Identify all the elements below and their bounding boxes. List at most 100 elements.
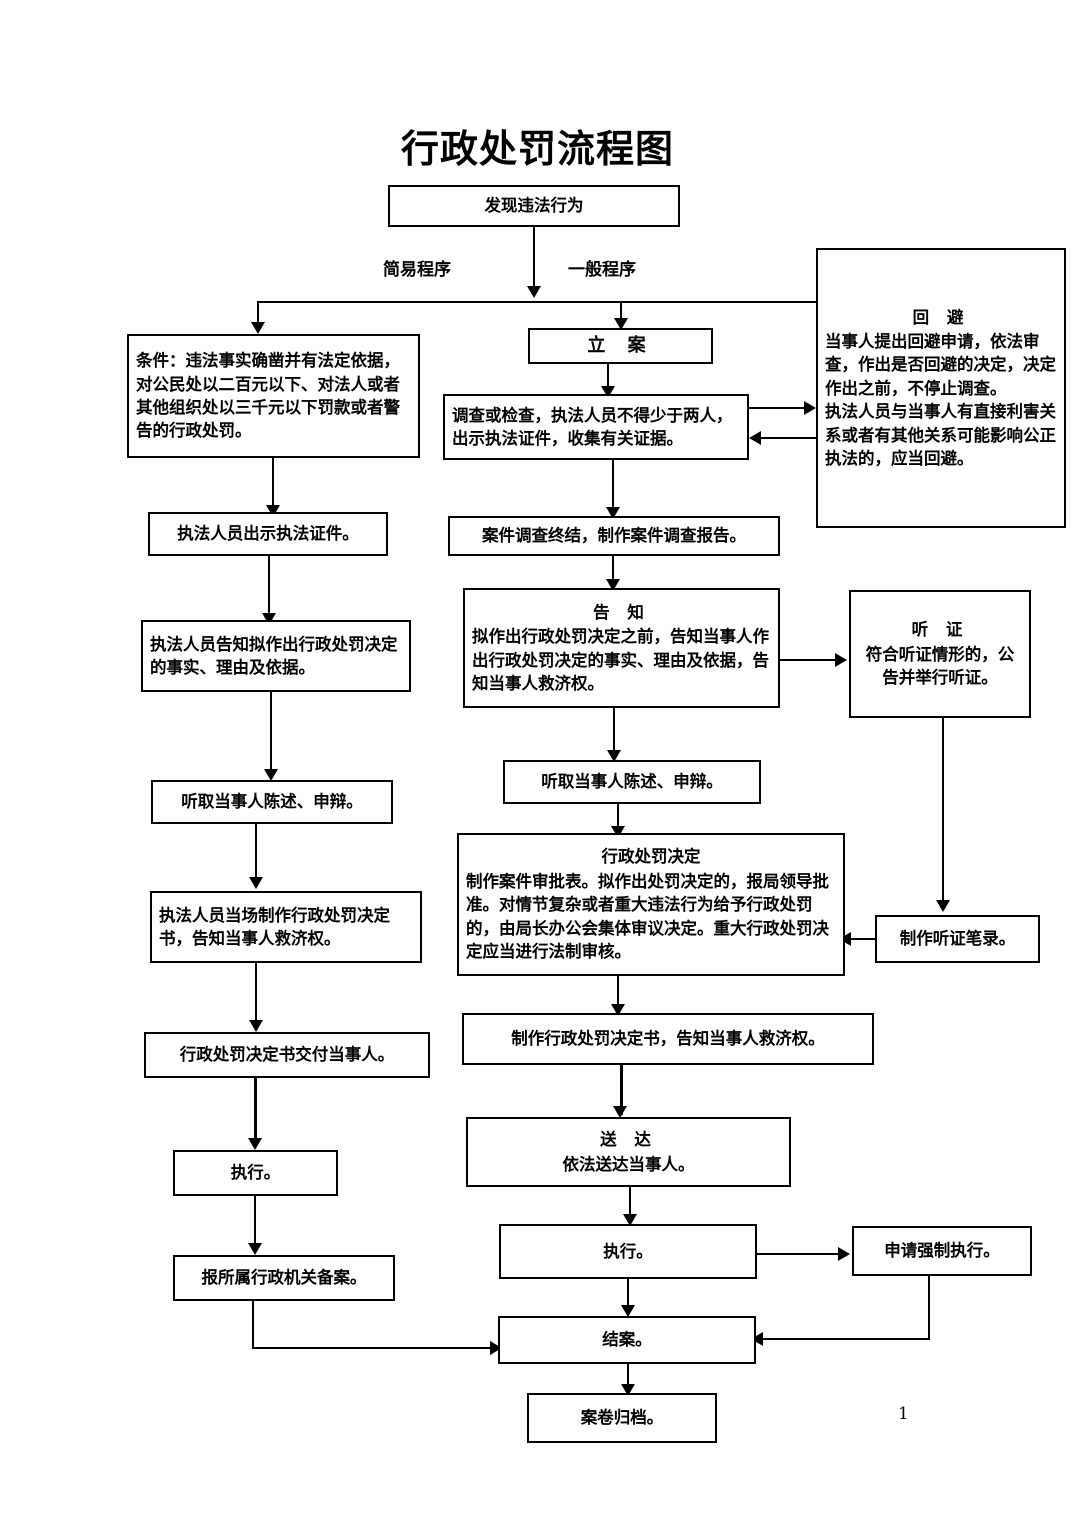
- node-investigate-label: 调查或检查，执法人员不得少于两人，出示执法证件，收集有关证据。: [452, 405, 733, 448]
- node-investigate: 调查或检查，执法人员不得少于两人，出示执法证件，收集有关证据。: [443, 394, 749, 460]
- node-penalty-decision: 行政处罚决定 制作案件审批表。拟作出处罚决定的，报局领导批准。对情节复杂或者重大…: [457, 833, 845, 976]
- arrow-deliver-to-exec: [248, 1138, 262, 1150]
- connector-decision-to-doc: [617, 976, 619, 1012]
- connector-investigate-to-recusal: [749, 407, 811, 409]
- node-simple-hear-statement-label: 听取当事人陈述、申辩。: [181, 792, 363, 812]
- node-investigation-report-label: 案件调查终结，制作案件调查报告。: [482, 526, 746, 546]
- arrow-notify-to-hearing: [835, 653, 847, 667]
- node-archive-label: 案卷归档。: [580, 1408, 664, 1428]
- connector-investigate-to-report: [612, 460, 614, 515]
- arrow-inform-to-statement: [264, 769, 278, 781]
- connector-recusal-to-investigate: [756, 437, 816, 439]
- connector-statement-to-decision: [617, 804, 619, 834]
- node-hearing-record: 制作听证笔录。: [875, 915, 1040, 963]
- arrow-general-down: [614, 318, 628, 330]
- node-service: 送 达 依法送达当事人。: [466, 1117, 791, 1187]
- node-make-decision-doc-label: 制作行政处罚决定书，告知当事人救济权。: [511, 1029, 825, 1049]
- node-simple-condition-label: 条件：违法事实确凿并有法定依据，对公民处以二百元以下、对法人或者其他组织处以三千…: [136, 351, 400, 441]
- node-recusal-heading: 回 避: [912, 307, 970, 327]
- node-simple-show-id-label: 执法人员出示执法证件。: [177, 524, 359, 544]
- arrow-simple-down: [251, 322, 265, 334]
- node-recusal: 回 避 当事人提出回避申请，依法审查，作出是否回避的决定，决定作出之前，不停止调…: [816, 248, 1066, 528]
- arrow-doc-to-service: [613, 1106, 627, 1118]
- node-hearing: 听 证 符合听证情形的，公告并举行听证。: [849, 590, 1031, 718]
- node-simple-onsite-decision: 执法人员当场制作行政处罚决定书，告知当事人救济权。: [150, 891, 422, 963]
- node-general-hear-statement-label: 听取当事人陈述、申辩。: [541, 772, 723, 792]
- connector-record-to-decision: [845, 938, 877, 940]
- connector-showid-to-inform: [268, 556, 270, 622]
- arrow-statement-to-onsite: [249, 877, 263, 889]
- node-simple-record-filing-label: 报所属行政机关备案。: [201, 1268, 367, 1288]
- connector-filing-to-investigate: [607, 364, 609, 394]
- connector-filingrecord-down: [252, 1301, 254, 1349]
- connector-start-down: [533, 227, 535, 290]
- arrow-recusal-to-investigate: [749, 431, 761, 445]
- node-general-execute: 执行。: [499, 1224, 757, 1279]
- node-case-closed: 结案。: [498, 1316, 756, 1364]
- connector-exec-to-compulsory: [757, 1253, 843, 1255]
- node-start-label: 发现违法行为: [484, 196, 584, 216]
- arrow-exec-to-closed: [621, 1305, 635, 1317]
- connector-compulsory-left: [757, 1338, 930, 1340]
- node-simple-record-filing: 报所属行政机关备案。: [173, 1255, 395, 1301]
- connector-deliver-to-exec: [254, 1078, 257, 1146]
- node-simple-deliver-label: 行政处罚决定书交付当事人。: [179, 1045, 395, 1065]
- arrow-start-down: [527, 286, 541, 298]
- connector-onsite-to-deliver: [255, 963, 257, 1026]
- connector-service-to-exec: [629, 1187, 631, 1224]
- connector-filingrecord-right: [252, 1347, 497, 1349]
- arrow-notify-to-statement: [607, 750, 621, 762]
- node-make-decision-doc: 制作行政处罚决定书，告知当事人救济权。: [462, 1013, 874, 1065]
- node-simple-execute-label: 执行。: [230, 1163, 281, 1183]
- node-simple-hear-statement: 听取当事人陈述、申辩。: [151, 780, 393, 824]
- connector-general-down: [620, 301, 622, 323]
- connector-split-bar: [257, 301, 905, 303]
- branch-label-general: 一般程序: [568, 260, 636, 280]
- node-simple-deliver: 行政处罚决定书交付当事人。: [144, 1032, 430, 1078]
- node-notification: 告 知 拟作出行政处罚决定之前，告知当事人作出行政处罚决定的事实、理由及依据，告…: [463, 588, 780, 708]
- branch-label-simple: 简易程序: [383, 260, 451, 280]
- node-recusal-body: 当事人提出回避申请，依法审查，作出是否回避的决定，决定作出之前，不停止调查。 执…: [825, 331, 1056, 469]
- node-hearing-heading: 听 证: [911, 620, 969, 640]
- node-hearing-record-label: 制作听证笔录。: [899, 929, 1016, 949]
- arrow-investigate-to-recusal: [804, 401, 816, 415]
- page-title: 行政处罚流程图: [400, 127, 674, 171]
- arrow-service-to-exec: [623, 1214, 637, 1226]
- node-service-heading: 送 达: [600, 1130, 657, 1150]
- connector-hearing-to-record: [942, 718, 944, 908]
- connector-notify-to-hearing: [780, 659, 842, 661]
- node-simple-inform: 执法人员告知拟作出行政处罚决定的事实、理由及依据。: [141, 620, 411, 692]
- connector-simple-down: [257, 301, 259, 327]
- connector-closed-to-archive: [627, 1364, 629, 1392]
- connector-notify-to-statement: [613, 708, 615, 758]
- node-penalty-decision-body: 制作案件审批表。拟作出处罚决定的，报局领导批准。对情节复杂或者重大违法行为给予行…: [466, 871, 829, 962]
- node-notification-body: 拟作出行政处罚决定之前，告知当事人作出行政处罚决定的事实、理由及依据，告知当事人…: [472, 627, 769, 693]
- connector-exec-to-filingrecord: [254, 1196, 256, 1250]
- connector-doc-to-service: [620, 1065, 623, 1115]
- node-simple-execute: 执行。: [173, 1150, 338, 1196]
- node-compulsory-execution: 申请强制执行。: [852, 1226, 1032, 1276]
- node-simple-onsite-decision-label: 执法人员当场制作行政处罚决定书，告知当事人救济权。: [159, 905, 390, 948]
- connector-inform-to-statement: [270, 692, 272, 778]
- node-archive: 案卷归档。: [527, 1393, 717, 1443]
- node-investigation-report: 案件调查终结，制作案件调查报告。: [448, 516, 780, 556]
- arrow-exec-to-filingrecord: [248, 1243, 262, 1255]
- node-notification-heading: 告 知: [593, 602, 650, 622]
- node-case-closed-label: 结案。: [602, 1330, 652, 1350]
- arrow-exec-to-compulsory: [838, 1247, 850, 1261]
- node-service-body: 依法送达当事人。: [562, 1154, 695, 1174]
- node-hearing-body: 符合听证情形的，公告并举行听证。: [865, 644, 1015, 688]
- page-number: 1: [898, 1404, 909, 1424]
- node-simple-condition: 条件：违法事实确凿并有法定依据，对公民处以二百元以下、对法人或者其他组织处以三千…: [127, 334, 420, 458]
- arrow-hearing-to-record: [936, 900, 950, 912]
- connector-exec-to-closed: [627, 1279, 629, 1313]
- node-penalty-decision-heading: 行政处罚决定: [601, 847, 701, 867]
- node-compulsory-execution-label: 申请强制执行。: [884, 1241, 1000, 1261]
- arrow-onsite-to-deliver: [249, 1020, 263, 1032]
- node-filing: 立 案: [528, 328, 713, 364]
- connector-report-to-notify: [612, 556, 614, 588]
- connector-cond-to-showid: [272, 458, 274, 514]
- node-general-hear-statement: 听取当事人陈述、申辩。: [503, 760, 761, 804]
- connector-statement-to-onsite: [255, 824, 257, 884]
